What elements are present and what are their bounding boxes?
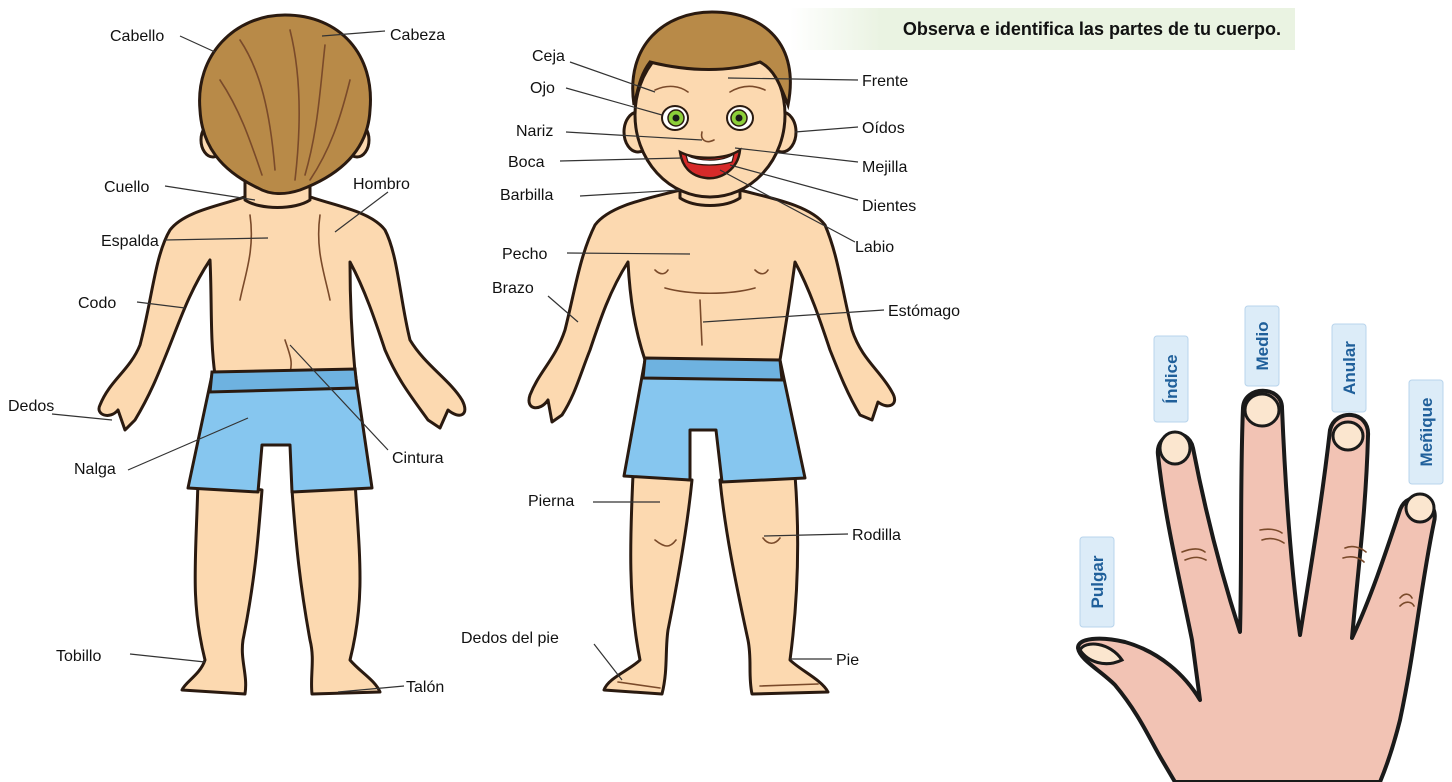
label-barbilla: Barbilla: [500, 187, 553, 204]
label-oidos: Oídos: [862, 120, 905, 137]
label-talon: Talón: [406, 679, 444, 696]
label-dedos-del-pie: Dedos del pie: [461, 630, 559, 647]
label-codo: Codo: [78, 295, 116, 312]
tag-indice: Índice: [1154, 336, 1188, 422]
tag-indice-text: Índice: [1162, 354, 1181, 403]
tag-anular-text: Anular: [1340, 341, 1359, 395]
label-dientes: Dientes: [862, 198, 916, 215]
tag-pulgar-text: Pulgar: [1088, 555, 1107, 608]
tag-pulgar: Pulgar: [1080, 537, 1114, 627]
label-dedos: Dedos: [8, 398, 54, 415]
label-ojo: Ojo: [530, 80, 555, 97]
label-cuello: Cuello: [104, 179, 149, 196]
label-espalda: Espalda: [101, 233, 159, 250]
front-view-figure: [529, 12, 895, 694]
tag-anular: Anular: [1332, 324, 1366, 412]
label-ceja: Ceja: [532, 48, 565, 65]
tag-menique-text: Meñique: [1417, 398, 1436, 467]
label-nariz: Nariz: [516, 123, 553, 140]
label-brazo: Brazo: [492, 280, 534, 297]
hand-figure: [1078, 391, 1435, 782]
back-view-figure: [99, 15, 465, 694]
label-pecho: Pecho: [502, 246, 547, 263]
page-title: Observa e identifica las partes de tu cu…: [903, 19, 1281, 40]
label-estomago: Estómago: [888, 303, 960, 320]
label-mejilla: Mejilla: [862, 159, 907, 176]
label-nalga: Nalga: [74, 461, 116, 478]
label-boca: Boca: [508, 154, 545, 171]
label-rodilla: Rodilla: [852, 527, 901, 544]
label-tobillo: Tobillo: [56, 648, 101, 665]
label-cabeza: Cabeza: [390, 27, 445, 44]
label-hombro: Hombro: [353, 176, 410, 193]
tag-medio: Medio: [1245, 306, 1279, 386]
label-cabello: Cabello: [110, 28, 164, 45]
label-frente: Frente: [862, 73, 908, 90]
tag-medio-text: Medio: [1253, 321, 1272, 370]
label-pierna: Pierna: [528, 493, 574, 510]
label-labio: Labio: [855, 239, 894, 256]
title-banner: Observa e identifica las partes de tu cu…: [790, 8, 1295, 50]
tag-menique: Meñique: [1409, 380, 1443, 484]
label-cintura: Cintura: [392, 450, 444, 467]
label-pie: Pie: [836, 652, 859, 669]
